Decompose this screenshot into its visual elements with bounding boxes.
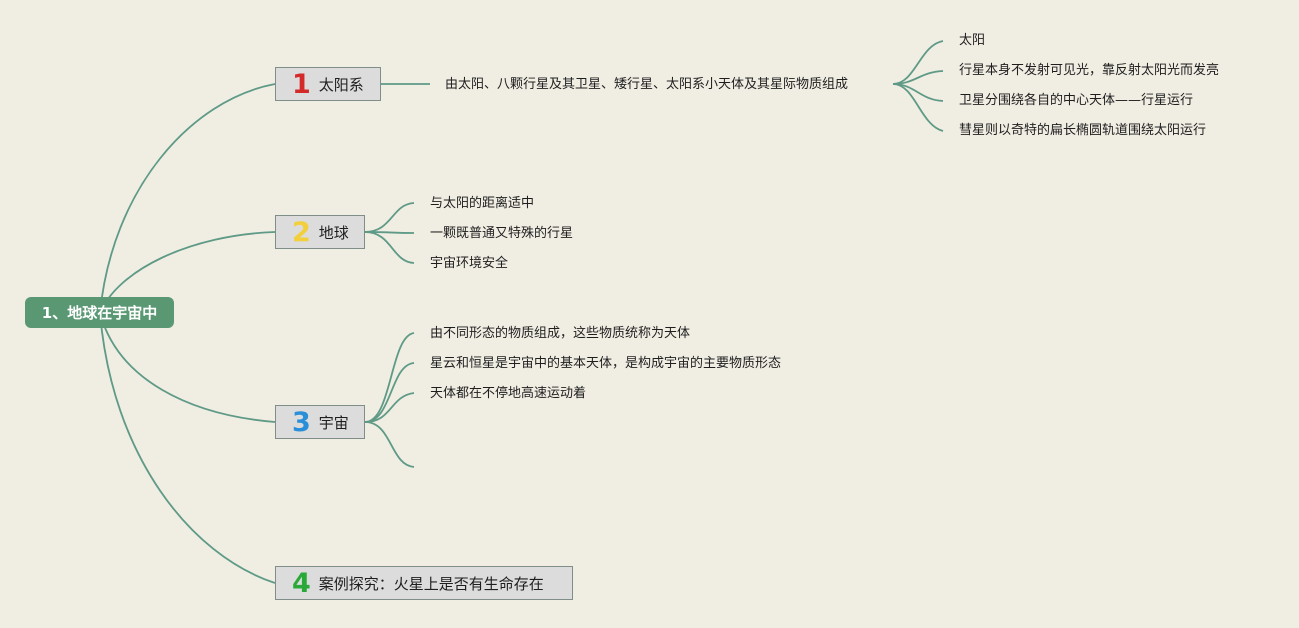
solar-detail-comets[interactable]: 彗星则以奇特的扁长椭圆轨道围绕太阳运行 xyxy=(959,123,1207,138)
earth-item-safe-environment[interactable]: 宇宙环境安全 xyxy=(430,256,509,271)
universe-item-celestial-bodies[interactable]: 由不同形态的物质组成，这些物质统称为天体 xyxy=(430,326,691,341)
universe-item-nebula-stars[interactable]: 星云和恒星是宇宙中的基本天体，是构成宇宙的主要物质形态 xyxy=(430,356,782,371)
branch-solar-system[interactable]: 1 太阳系 xyxy=(275,67,381,101)
earth-item-special-planet[interactable]: 一颗既普通又特殊的行星 xyxy=(430,226,574,241)
branch-case-study[interactable]: 4 案例探究：火星上是否有生命存在 xyxy=(275,566,573,600)
link-universe-to-item-3 xyxy=(364,392,415,423)
link-root-to-universe xyxy=(99,312,276,423)
solar-detail-planets[interactable]: 行星本身不发射可见光，靠反射太阳光而发亮 xyxy=(959,63,1220,78)
earth-item-distance[interactable]: 与太阳的距离适中 xyxy=(430,196,535,211)
branch-label-universe: 宇宙 xyxy=(318,413,349,432)
branch-universe[interactable]: 3 宇宙 xyxy=(275,405,365,439)
branch-label-earth: 地球 xyxy=(318,223,349,242)
link-root-to-case-study xyxy=(99,312,276,584)
solar-detail-satellites[interactable]: 卫星分围绕各自的中心天体——行星运行 xyxy=(959,93,1194,108)
link-universe-to-item-2 xyxy=(364,362,415,423)
branch-label-case-study: 案例探究：火星上是否有生命存在 xyxy=(318,574,544,593)
link-root-to-solar-system xyxy=(99,83,276,314)
branch-number-3: 3 xyxy=(292,406,311,438)
link-summary-to-detail-4 xyxy=(892,83,944,132)
solar-detail-sun[interactable]: 太阳 xyxy=(959,33,986,48)
link-universe-to-item-4 xyxy=(364,421,415,468)
solar-system-summary[interactable]: 由太阳、八颗行星及其卫星、矮行星、太阳系小天体及其星际物质组成 xyxy=(445,77,849,92)
branch-earth[interactable]: 2 地球 xyxy=(275,215,365,249)
branch-number-4: 4 xyxy=(292,567,311,599)
branch-number-1: 1 xyxy=(292,68,311,100)
branch-label-solar-system: 太阳系 xyxy=(318,75,364,94)
root-node[interactable]: 1、地球在宇宙中 xyxy=(25,297,174,328)
link-earth-to-item-1 xyxy=(364,202,415,233)
link-universe-to-item-1 xyxy=(364,332,415,423)
branch-number-2: 2 xyxy=(292,216,311,248)
link-earth-to-item-3 xyxy=(364,231,415,264)
universe-item-motion[interactable]: 天体都在不停地高速运动着 xyxy=(430,386,587,401)
